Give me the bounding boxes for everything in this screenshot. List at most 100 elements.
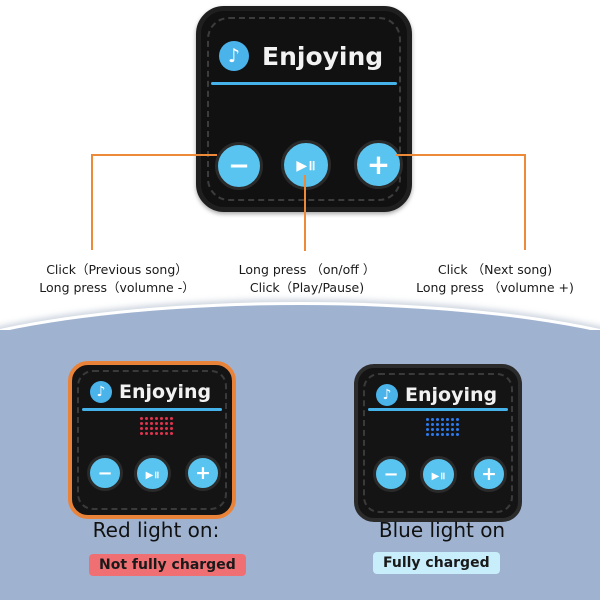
device-title: Enjoying [262,41,384,71]
volume-up-button[interactable]: + [354,140,403,189]
led-dot [165,432,168,435]
led-dot [431,433,434,436]
led-dot [456,433,459,436]
led-dot [145,432,148,435]
led-dot [150,417,153,420]
led-dot [140,432,143,435]
led-dot [456,423,459,426]
not-fully-charged-badge: Not fully charged [89,554,246,576]
led-dot [170,417,173,420]
callout-line-right-horizontal [396,154,526,156]
caption-right: Click （Next song) Long press （volumne +) [400,261,590,297]
led-dot [145,422,148,425]
red-light-label: Red light on: [92,518,220,542]
callout-line-left-vertical [91,154,93,250]
led-dot [140,422,143,425]
caption-center-line2: Click（Play/Pause) [249,280,365,295]
accent-line [211,82,397,85]
led-dot [431,418,434,421]
led-dot [431,428,434,431]
led-dot [165,417,168,420]
patch-red-light: ♪ Enjoying − ▶॥ + [68,361,236,519]
play-pause-button[interactable]: ▶॥ [134,455,171,492]
led-dot [155,422,158,425]
led-dot [441,418,444,421]
led-dot [436,418,439,421]
led-dot [441,423,444,426]
led-dot [155,427,158,430]
led-dot [140,427,143,430]
patch-red-title-row: ♪ Enjoying [90,381,211,403]
led-dot [150,432,153,435]
callout-line-center-vertical [304,175,306,251]
volume-up-button[interactable]: + [471,456,507,492]
led-dot [456,428,459,431]
led-dot [165,422,168,425]
fully-charged-badge: Fully charged [373,552,500,574]
led-dot [150,427,153,430]
accent-line [368,408,508,411]
led-dot [456,418,459,421]
accent-line [82,408,222,411]
led-dot [436,423,439,426]
led-dot [145,427,148,430]
led-dot [446,418,449,421]
caption-center-line1: Long press （on/off ） [238,262,376,277]
music-note-icon: ♪ [219,41,249,71]
led-dot [436,433,439,436]
caption-left-line2: Long press（volumne -） [39,280,195,295]
music-note-icon: ♪ [90,381,112,403]
volume-down-button[interactable]: − [373,456,409,492]
volume-up-button[interactable]: + [185,455,221,491]
caption-right-line1: Click （Next song) [437,262,553,277]
patch-red-title: Enjoying [119,381,212,403]
music-note-icon: ♪ [376,384,398,406]
blue-led-indicator [426,418,459,436]
callout-line-left-horizontal [91,154,217,156]
caption-center: Long press （on/off ） Click（Play/Pause) [212,261,402,297]
led-dot [165,427,168,430]
volume-down-button[interactable]: − [215,142,263,190]
led-dot [451,423,454,426]
led-dot [426,428,429,431]
led-dot [170,422,173,425]
red-led-indicator [140,417,173,435]
device-title-row: ♪ Enjoying [219,41,383,71]
callout-line-right-vertical [524,154,526,250]
led-dot [436,428,439,431]
led-dot [446,423,449,426]
led-dot [150,422,153,425]
led-dot [140,417,143,420]
blue-light-label: Blue light on [378,518,506,542]
led-dot [451,433,454,436]
led-dot [451,418,454,421]
led-dot [441,428,444,431]
led-dot [426,418,429,421]
led-dot [155,417,158,420]
patch-blue-title-row: ♪ Enjoying [376,384,497,406]
led-dot [160,427,163,430]
led-dot [431,423,434,426]
patch-blue-title: Enjoying [405,384,498,406]
led-dot [145,417,148,420]
led-dot [160,417,163,420]
led-dot [426,423,429,426]
caption-left: Click（Previous song） Long press（volumne … [22,261,212,297]
led-dot [446,433,449,436]
led-dot [441,433,444,436]
led-dot [426,433,429,436]
led-dot [170,432,173,435]
led-dot [160,432,163,435]
play-pause-button[interactable]: ▶॥ [420,456,457,493]
caption-left-line1: Click（Previous song） [46,262,188,277]
volume-down-button[interactable]: − [87,455,123,491]
led-dot [160,422,163,425]
patch-blue-light: ♪ Enjoying − ▶॥ + [354,364,522,522]
caption-right-line2: Long press （volumne +) [416,280,574,295]
led-dot [446,428,449,431]
led-dot [170,427,173,430]
led-dot [451,428,454,431]
play-pause-button[interactable]: ▶॥ [281,140,331,190]
led-dot [155,432,158,435]
